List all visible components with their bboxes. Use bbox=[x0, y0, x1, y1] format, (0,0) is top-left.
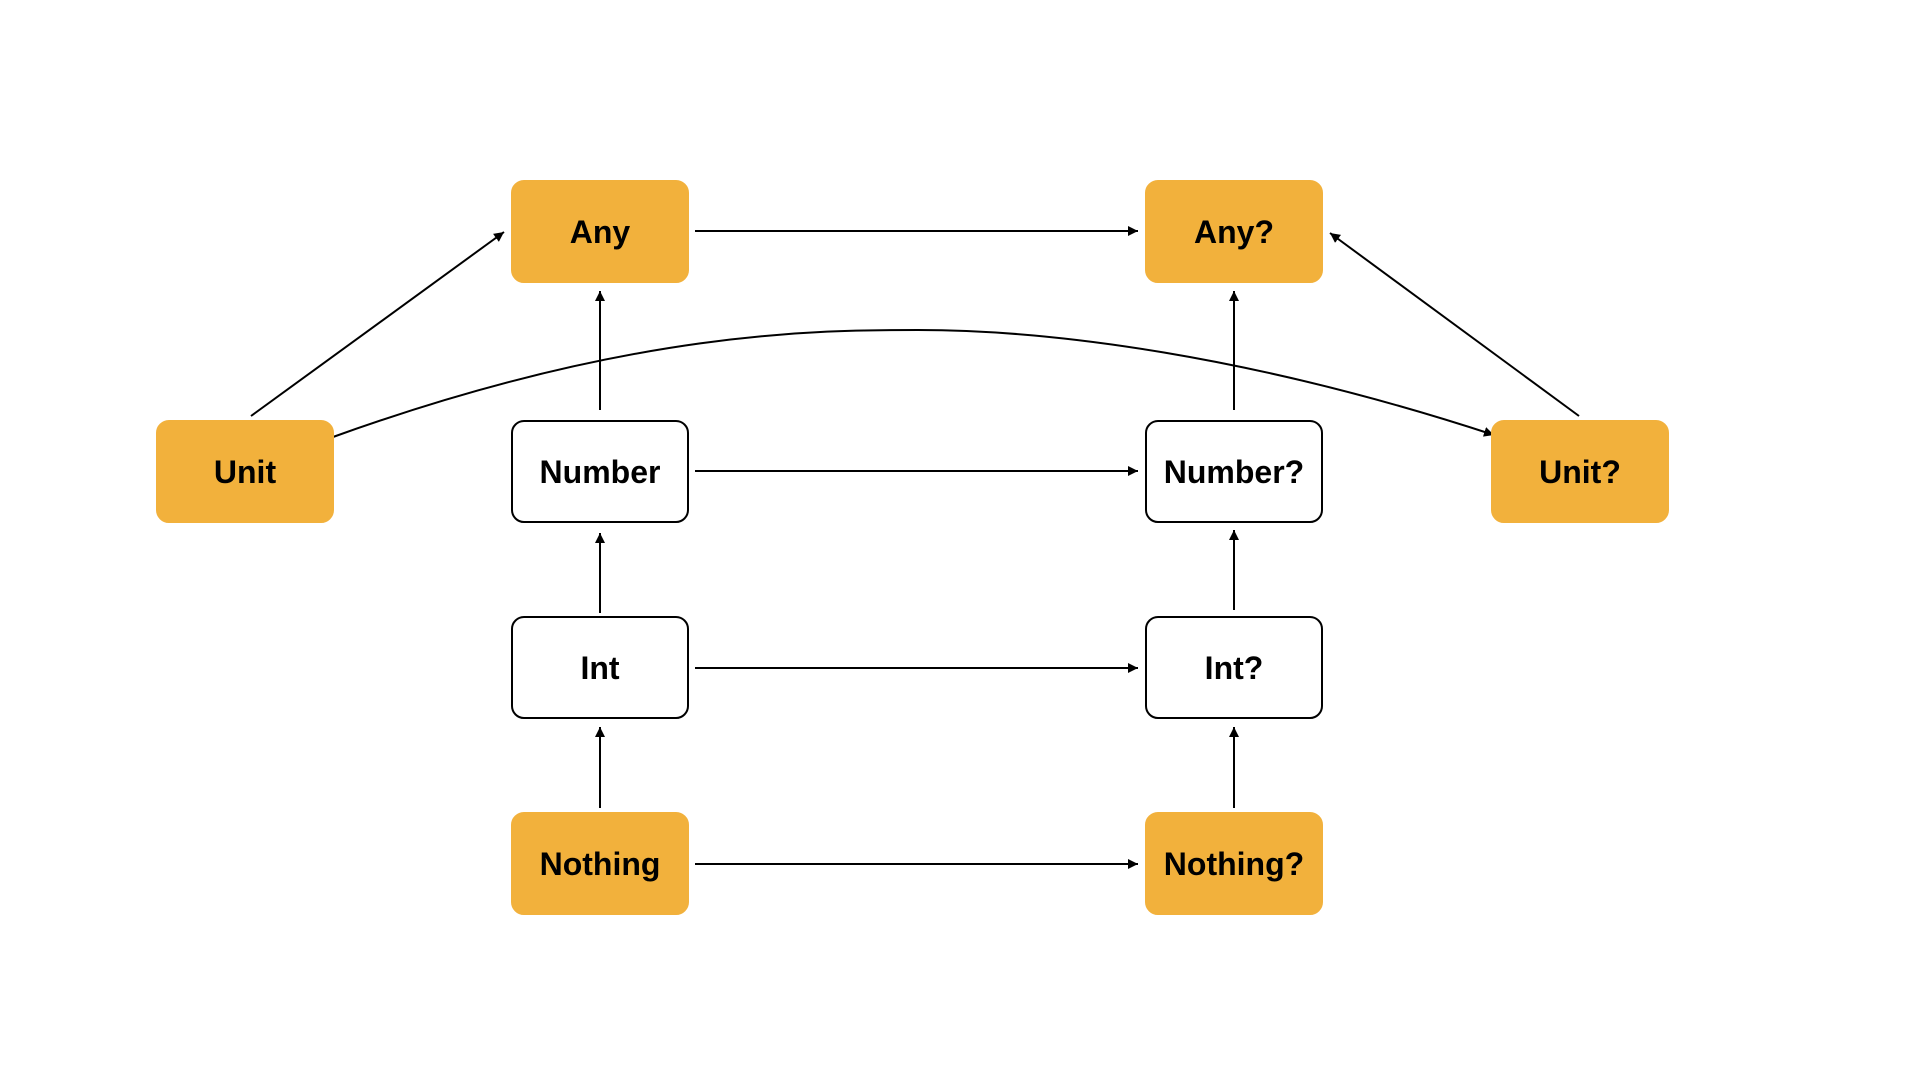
node-any-optional: Any? bbox=[1145, 180, 1323, 283]
node-int-label: Int bbox=[580, 650, 619, 686]
node-unit: Unit bbox=[156, 420, 334, 523]
node-number-label: Number bbox=[540, 454, 661, 490]
node-unit-optional-box bbox=[1491, 420, 1669, 523]
edges bbox=[250, 226, 1580, 869]
nodes: Any Any? Unit Number Number? Unit? Int bbox=[156, 180, 1669, 915]
node-number-optional-box bbox=[1145, 420, 1323, 523]
node-unit-optional-label: Unit? bbox=[1539, 454, 1621, 490]
edge-unit-to-any bbox=[250, 231, 505, 417]
node-number-optional-label: Number? bbox=[1164, 454, 1304, 490]
node-any-box bbox=[511, 180, 689, 283]
node-int-optional: Int? bbox=[1145, 616, 1323, 719]
node-unit-label: Unit bbox=[214, 454, 277, 490]
edge-unit-to-unit-optional bbox=[332, 328, 1495, 438]
node-nothing-box bbox=[511, 812, 689, 915]
node-int-optional-box bbox=[1145, 616, 1323, 719]
node-number-box bbox=[511, 420, 689, 523]
edge-unit-optional-to-any-optional bbox=[1329, 232, 1580, 417]
node-unit-box bbox=[156, 420, 334, 523]
node-any: Any bbox=[511, 180, 689, 283]
node-nothing: Nothing bbox=[511, 812, 689, 915]
node-any-optional-label: Any? bbox=[1194, 214, 1274, 250]
node-nothing-optional-box bbox=[1145, 812, 1323, 915]
node-int-box bbox=[511, 616, 689, 719]
node-unit-optional: Unit? bbox=[1491, 420, 1669, 523]
node-number: Number bbox=[511, 420, 689, 523]
node-any-optional-box bbox=[1145, 180, 1323, 283]
node-int: Int bbox=[511, 616, 689, 719]
node-number-optional: Number? bbox=[1145, 420, 1323, 523]
node-nothing-label: Nothing bbox=[540, 846, 661, 882]
node-any-label: Any bbox=[570, 214, 631, 250]
node-nothing-optional: Nothing? bbox=[1145, 812, 1323, 915]
node-int-optional-label: Int? bbox=[1205, 650, 1264, 686]
node-nothing-optional-label: Nothing? bbox=[1164, 846, 1304, 882]
